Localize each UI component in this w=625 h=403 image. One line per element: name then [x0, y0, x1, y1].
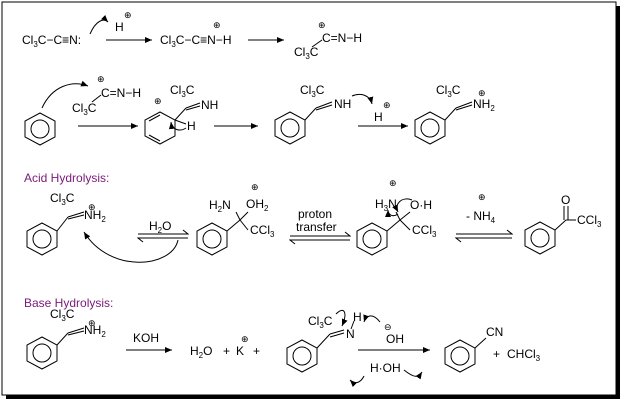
- row4-hydroxide: ⊖ OH: [363, 314, 404, 346]
- row3-equilibrium-1: [138, 234, 188, 238]
- svg-text:⊕: ⊕: [383, 100, 391, 110]
- svg-text:⊕: ⊕: [124, 10, 132, 20]
- svg-text:- NH4: - NH4: [466, 209, 496, 225]
- svg-text:O·H: O·H: [410, 198, 432, 212]
- frame-border: [1, 1, 617, 396]
- bond: [311, 39, 323, 48]
- svg-text:⊕: ⊕: [241, 334, 249, 344]
- svg-text:⊕: ⊕: [251, 182, 259, 192]
- row1-attack-arrow: [89, 14, 109, 35]
- row1-proton: ⊕ H: [115, 10, 132, 34]
- svg-text:⊕: ⊕: [154, 96, 162, 106]
- svg-text:⊖: ⊖: [384, 322, 392, 332]
- row3-water-attack-arrow: [83, 231, 179, 263]
- svg-text:O: O: [561, 193, 570, 207]
- row4-chloroform: + CHCl3: [493, 347, 541, 363]
- bond: [91, 94, 102, 103]
- row4-reagent: KOH: [133, 331, 159, 345]
- svg-text:Cl3C: Cl3C: [308, 314, 333, 330]
- svg-text:+: +: [253, 344, 260, 358]
- svg-text:CHCl3: CHCl3: [507, 347, 541, 363]
- svg-text:transfer: transfer: [296, 220, 337, 234]
- svg-text:Cl3C: Cl3C: [294, 45, 319, 61]
- svg-text:NH: NH: [201, 98, 218, 112]
- svg-text:+: +: [223, 344, 230, 358]
- row2-cation: ⊕ C=N−H Cl3C: [72, 74, 141, 117]
- svg-text:Cl3C: Cl3C: [300, 83, 325, 99]
- svg-text:N: N: [346, 327, 355, 341]
- row4-amide-anion: Cl3C N H: [286, 310, 362, 373]
- svg-text:H3N: H3N: [375, 197, 397, 213]
- svg-text:OH: OH: [386, 332, 404, 346]
- row4-elimination-arrow: [335, 310, 348, 327]
- svg-text:K: K: [236, 344, 244, 358]
- svg-text:H: H: [115, 20, 124, 34]
- row2-benzene-1: [24, 112, 56, 146]
- row3-ketone: O CCl3: [524, 193, 602, 255]
- svg-text:Cl3C−C≡N:: Cl3C−C≡N:: [22, 33, 81, 49]
- acid-hydrolysis-heading: Acid Hydrolysis:: [24, 171, 109, 185]
- svg-text:CCl3: CCl3: [250, 223, 275, 239]
- svg-text:⊕: ⊕: [318, 20, 326, 30]
- svg-text:CCl3: CCl3: [577, 213, 602, 229]
- row3-tetrahedral-1: H2N ⊕ OH2 CCl3: [196, 182, 275, 256]
- row2-iminium: Cl3C ⊕ NH2: [414, 83, 495, 145]
- svg-text:H·OH: H·OH: [370, 361, 401, 375]
- svg-text:C=N−H: C=N−H: [101, 86, 141, 100]
- svg-text:NH2: NH2: [84, 208, 106, 224]
- row2-imine: Cl3C NH: [274, 83, 351, 145]
- svg-text:⊕: ⊕: [97, 74, 105, 84]
- row3-lonepair-arrow: [392, 198, 413, 213]
- row3-leaving-arrow: [385, 209, 399, 218]
- row2-deprotonation-arrow: [168, 121, 187, 131]
- row4-water: H·OH: [349, 361, 423, 388]
- row1-carbocation: ⊕ C=N−H Cl3C: [294, 20, 362, 61]
- row4-iminium: Cl3C ⊕ NH2: [26, 307, 106, 370]
- svg-text:Cl3C: Cl3C: [50, 307, 75, 323]
- svg-text:H: H: [374, 110, 383, 124]
- row2-proton: ⊕ H: [374, 100, 391, 124]
- svg-text:⊕: ⊕: [88, 318, 96, 328]
- row2-attack-arrow: [41, 80, 89, 109]
- svg-text:CN: CN: [486, 325, 503, 339]
- row4-byproducts: H2O + K ⊕ +: [190, 334, 260, 360]
- svg-text:H2O: H2O: [190, 344, 212, 360]
- svg-text:⊕: ⊕: [88, 202, 96, 212]
- base-hydrolysis-heading: Base Hydrolysis:: [24, 296, 113, 310]
- row2-protonation-arrow: [351, 93, 374, 105]
- row4-benzonitrile: CN: [444, 325, 503, 373]
- row3-tetrahedral-2: ⊕ H3N O·H CCl3: [356, 178, 437, 256]
- svg-text:⊕: ⊕: [478, 88, 486, 98]
- svg-text:H: H: [187, 119, 196, 133]
- row1-nitrile: Cl3C−C≡N:: [22, 33, 81, 49]
- row3-proton-transfer: proton transfer: [290, 207, 350, 240]
- svg-text:⊕: ⊕: [213, 20, 221, 30]
- svg-text:Cl3C: Cl3C: [50, 191, 75, 207]
- svg-text:NH2: NH2: [84, 323, 106, 339]
- svg-text:H2O: H2O: [149, 219, 171, 235]
- svg-text:H2N: H2N: [209, 198, 231, 214]
- row4-hydroxide-attack-arrow: [363, 314, 381, 323]
- svg-text:H: H: [353, 310, 362, 324]
- svg-text:NH2: NH2: [473, 97, 495, 113]
- svg-text:OH2: OH2: [246, 197, 269, 213]
- row1-nitrilium: ⊕ Cl3C−C≡N−H: [160, 20, 231, 49]
- svg-text:Cl3C: Cl3C: [72, 101, 97, 117]
- svg-text:NH: NH: [334, 97, 351, 111]
- row3-ammonium-loss: ⊕ - NH4: [456, 192, 512, 238]
- svg-text:⊕: ⊕: [389, 178, 397, 188]
- svg-text:proton: proton: [298, 207, 332, 221]
- svg-text:C=N−H: C=N−H: [322, 31, 362, 45]
- svg-text:+: +: [493, 347, 500, 361]
- svg-text:Cl3C: Cl3C: [170, 83, 195, 99]
- svg-text:CCl3: CCl3: [412, 223, 437, 239]
- row3-iminium: Cl3C ⊕ NH2: [26, 191, 106, 256]
- svg-text:⊕: ⊕: [478, 192, 486, 202]
- svg-text:Cl3C: Cl3C: [436, 83, 461, 99]
- svg-text:Cl3C−C≡N−H: Cl3C−C≡N−H: [160, 33, 231, 49]
- row2-sigma-complex: ⊕ Cl3C NH H: [144, 83, 218, 145]
- row3-water: H2O: [149, 219, 171, 235]
